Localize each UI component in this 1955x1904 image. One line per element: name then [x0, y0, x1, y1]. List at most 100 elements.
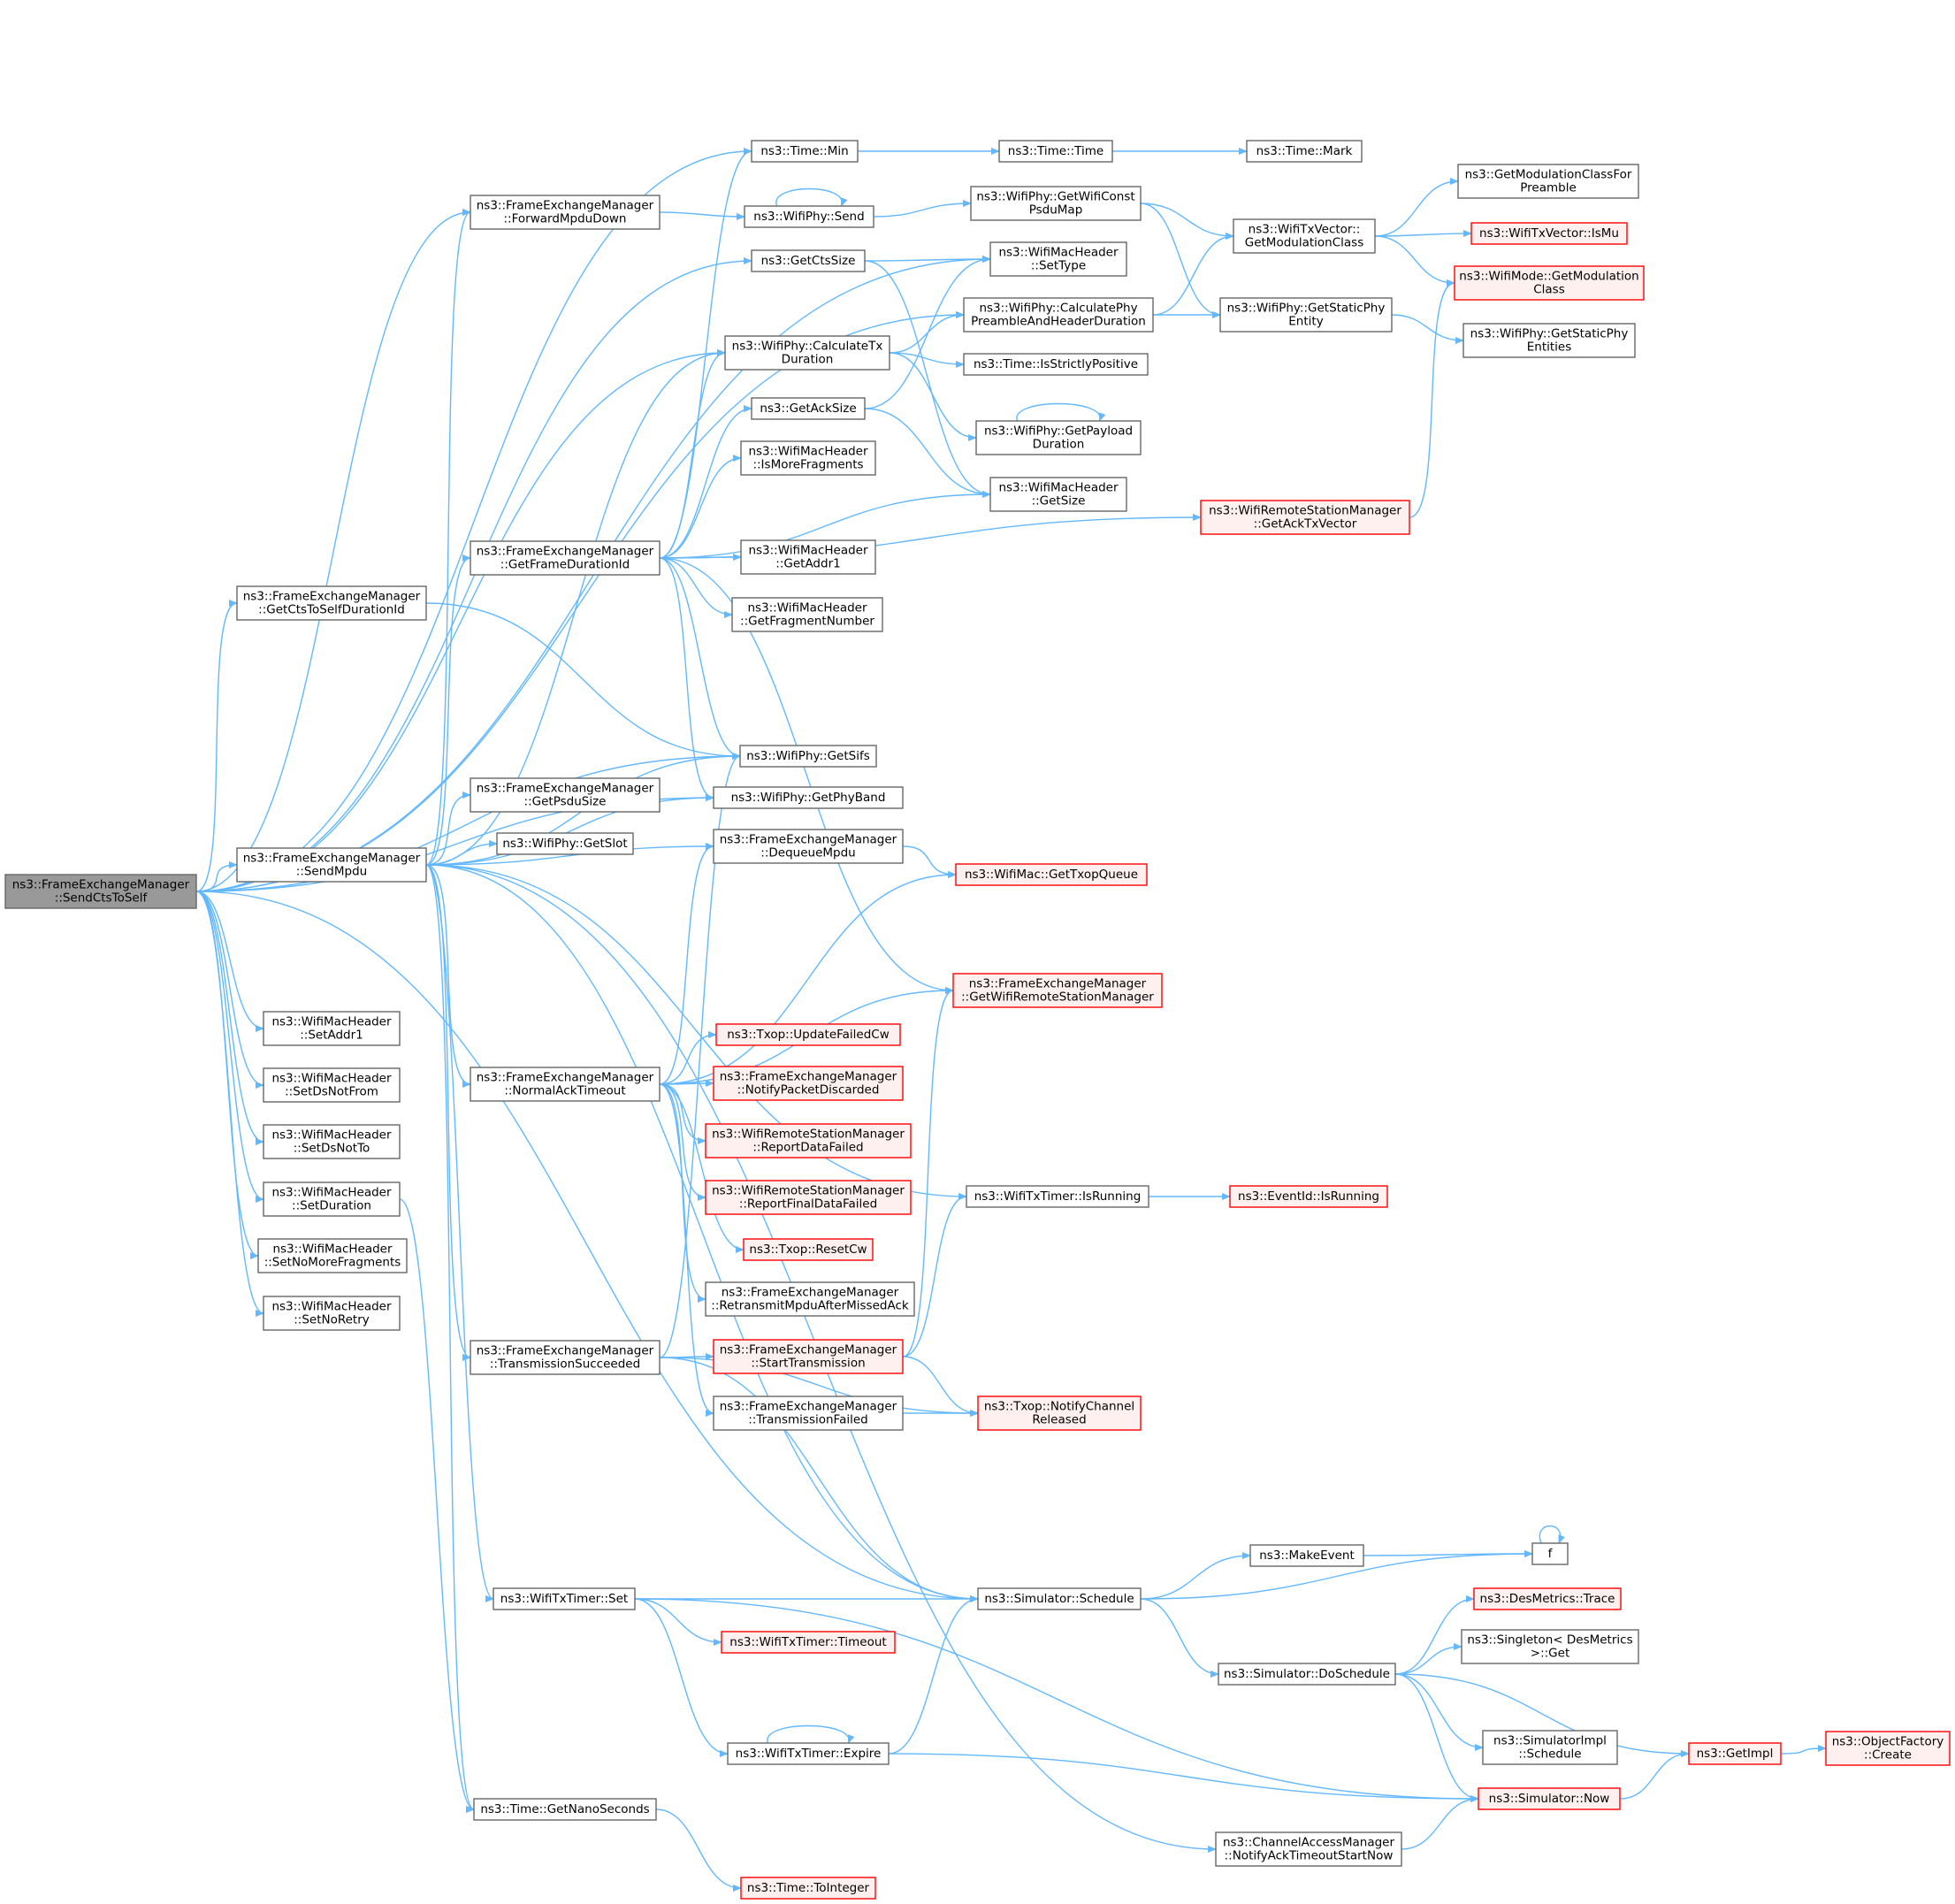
node-physend[interactable]: ns3::WifiPhy::Send [744, 205, 874, 228]
node-getmodclass[interactable]: ns3::WifiTxVector::GetModulationClass [1233, 218, 1376, 254]
edge-getframedur-to-getsize [659, 491, 991, 559]
node-getwifiremote[interactable]: ns3::FrameExchangeManager::GetWifiRemote… [952, 973, 1163, 1008]
node-label: ns3::WifiRemoteStationManager [712, 1128, 905, 1142]
edge-calctx-to-getpayload [889, 352, 977, 441]
edge-normalack-to-updatefailedcw [659, 1031, 717, 1085]
node-getpsdusize[interactable]: ns3::FrameExchangeManager::GetPsduSize [470, 777, 661, 813]
node-calcphypre[interactable]: ns3::WifiPhy::CalculatePhyPreambleAndHea… [963, 297, 1154, 333]
node-normalack[interactable]: ns3::FrameExchangeManager::NormalAckTime… [470, 1067, 661, 1102]
node-getsize[interactable]: ns3::WifiMacHeader::GetSize [989, 477, 1127, 512]
node-starttx[interactable]: ns3::FrameExchangeManager::StartTransmis… [713, 1339, 904, 1374]
node-isstrictlypos[interactable]: ns3::Time::IsStrictlyPositive [963, 353, 1149, 376]
node-schedule[interactable]: ns3::Simulator::Schedule [977, 1587, 1142, 1610]
node-box [1454, 265, 1645, 301]
node-desmetrics[interactable]: ns3::DesMetrics::Trace [1473, 1587, 1622, 1610]
edge-expire-to-simnow [888, 1753, 1479, 1802]
node-box [977, 1396, 1142, 1431]
node-setdsnotfrom[interactable]: ns3::WifiMacHeader::SetDsNotFrom [263, 1067, 401, 1103]
node-objfactory[interactable]: ns3::ObjectFactory::Create [1825, 1731, 1951, 1766]
node-label: Duration [782, 353, 834, 367]
node-getsifs[interactable]: ns3::WifiPhy::GetSifs [739, 745, 877, 768]
node-getphyband[interactable]: ns3::WifiPhy::GetPhyBand [713, 786, 904, 809]
node-gettxopqueue[interactable]: ns3::WifiMac::GetTxopQueue [955, 863, 1148, 886]
node-getacksize[interactable]: ns3::GetAckSize [751, 397, 866, 420]
node-singleton[interactable]: ns3::Singleton< DesMetrics>::Get [1461, 1629, 1639, 1664]
node-setnomorefrag[interactable]: ns3::WifiMacHeader::SetNoMoreFragments [257, 1238, 408, 1273]
node-root[interactable]: ns3::FrameExchangeManager::SendCtsToSelf [4, 874, 197, 909]
node-label: f [1548, 1547, 1554, 1561]
node-setaddr1[interactable]: ns3::WifiMacHeader::SetAddr1 [263, 1011, 401, 1046]
node-wifimodegetmod[interactable]: ns3::WifiMode::GetModulationClass [1454, 265, 1645, 301]
node-simimplschedule[interactable]: ns3::SimulatorImpl::Schedule [1482, 1730, 1618, 1765]
node-label: ns3::Txop::NotifyChannel [984, 1400, 1134, 1414]
node-label: ns3::Singleton< DesMetrics [1467, 1633, 1632, 1648]
node-txfailed[interactable]: ns3::FrameExchangeManager::TransmissionF… [713, 1396, 904, 1431]
node-label: ns3::WifiMacHeader [998, 481, 1119, 495]
node-getslot[interactable]: ns3::WifiPhy::GetSlot [496, 832, 634, 855]
node-settype[interactable]: ns3::WifiMacHeader::SetType [989, 241, 1127, 277]
edge-normalack-to-resetcw [659, 1083, 745, 1253]
node-txtimeout[interactable]: ns3::WifiTxTimer::Timeout [721, 1631, 896, 1654]
node-label: PreambleAndHeaderDuration [971, 315, 1146, 329]
node-label: ns3::Txop::ResetCw [749, 1243, 867, 1257]
node-expire[interactable]: ns3::WifiTxTimer::Expire [727, 1742, 890, 1765]
node-setduration[interactable]: ns3::WifiMacHeader::SetDuration [263, 1181, 401, 1217]
node-getacktxvector[interactable]: ns3::WifiRemoteStationManager::GetAckTxV… [1200, 500, 1410, 535]
node-label: ns3::WifiMacHeader [998, 246, 1119, 260]
node-label: ::GetFrameDurationId [500, 558, 630, 572]
node-timemark[interactable]: ns3::Time::Mark [1246, 140, 1363, 163]
node-box [751, 397, 866, 420]
node-updatefailedcw[interactable]: ns3::Txop::UpdateFailedCw [715, 1023, 901, 1046]
node-txtimerset[interactable]: ns3::WifiTxTimer::Set [493, 1587, 636, 1610]
edge-schedule-to-f [1140, 1550, 1533, 1600]
node-box [1457, 164, 1639, 199]
node-box [705, 1123, 912, 1158]
node-label: ::StartTransmission [751, 1357, 865, 1371]
node-notifypktdisc[interactable]: ns3::FrameExchangeManager::NotifyPacketD… [713, 1066, 904, 1101]
node-box [263, 1011, 401, 1046]
node-getimpl[interactable]: ns3::GetImpl [1688, 1742, 1782, 1765]
node-box [263, 1181, 401, 1217]
edge-calcphypre-to-getmodclass [1152, 233, 1234, 316]
node-simnow[interactable]: ns3::Simulator::Now [1478, 1787, 1621, 1810]
node-box [713, 786, 904, 809]
node-doschedule[interactable]: ns3::Simulator::DoSchedule [1218, 1663, 1396, 1686]
edge-txtimerset-to-expire [634, 1598, 729, 1757]
node-tointeger[interactable]: ns3::Time::ToInteger [740, 1877, 876, 1900]
node-notifyacktimeout[interactable]: ns3::ChannelAccessManager::NotifyAckTime… [1215, 1831, 1402, 1867]
node-label: ns3::WifiPhy::GetPayload [984, 424, 1133, 439]
node-eventidisrunning[interactable]: ns3::EventId::IsRunning [1229, 1185, 1388, 1208]
node-f[interactable]: f [1531, 1542, 1569, 1565]
node-getfragnum[interactable]: ns3::WifiMacHeader::GetFragmentNumber [731, 597, 883, 632]
node-timetime[interactable]: ns3::Time::Time [998, 140, 1113, 163]
node-getctssize[interactable]: ns3::GetCtsSize [751, 249, 866, 272]
node-txtimerisrunning[interactable]: ns3::WifiTxTimer::IsRunning [966, 1185, 1149, 1208]
node-retransmit[interactable]: ns3::FrameExchangeManager::RetransmitMpd… [705, 1281, 915, 1317]
node-resetcw[interactable]: ns3::Txop::ResetCw [743, 1238, 874, 1261]
node-getframedur[interactable]: ns3::FrameExchangeManager::GetFrameDurat… [470, 540, 661, 576]
node-reportfinaldata[interactable]: ns3::WifiRemoteStationManager::ReportFin… [705, 1180, 912, 1215]
node-timemin[interactable]: ns3::Time::Min [751, 140, 859, 163]
node-ismorefrag[interactable]: ns3::WifiMacHeader::IsMoreFragments [740, 440, 876, 476]
node-forwardmpdu[interactable]: ns3::FrameExchangeManager::ForwardMpduDo… [470, 195, 661, 230]
node-getaddr1[interactable]: ns3::WifiMacHeader::GetAddr1 [740, 539, 876, 575]
node-txvectorismu[interactable]: ns3::WifiTxVector::IsMu [1470, 222, 1628, 245]
node-label: ::Schedule [1518, 1747, 1581, 1762]
node-reportdatafailed[interactable]: ns3::WifiRemoteStationManager::ReportDat… [705, 1123, 912, 1158]
node-makeevent[interactable]: ns3::MakeEvent [1249, 1544, 1364, 1567]
node-dequeuempdu[interactable]: ns3::FrameExchangeManager::DequeueMpdu [713, 829, 904, 864]
node-getctstoself[interactable]: ns3::FrameExchangeManager::GetCtsToSelfD… [236, 585, 427, 621]
node-setnoretry[interactable]: ns3::WifiMacHeader::SetNoRetry [263, 1296, 401, 1331]
node-sendmpdu[interactable]: ns3::FrameExchangeManager::SendMpdu [236, 847, 427, 883]
node-txsucceeded[interactable]: ns3::FrameExchangeManager::TransmissionS… [470, 1340, 661, 1375]
node-getnano[interactable]: ns3::Time::GetNanoSeconds [473, 1798, 657, 1821]
node-setdsnotto[interactable]: ns3::WifiMacHeader::SetDsNotTo [263, 1124, 401, 1159]
